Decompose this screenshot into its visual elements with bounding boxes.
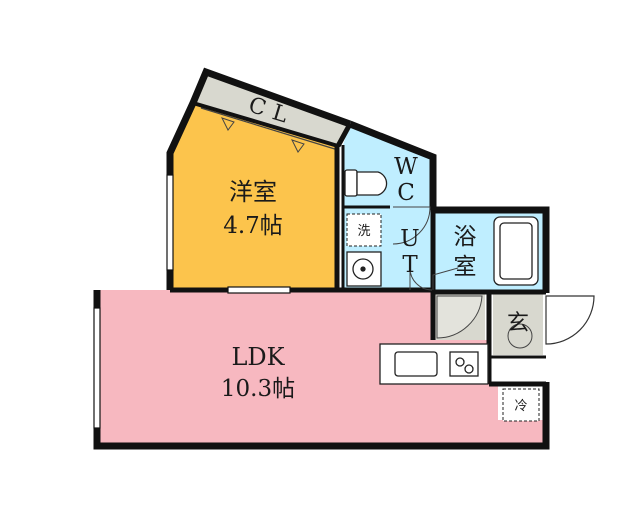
- storage-door: [436, 295, 483, 339]
- window-western: [166, 174, 174, 271]
- ut-label-t: T: [402, 252, 418, 278]
- fridge-label: 冷: [514, 399, 527, 414]
- washbasin-icon: [346, 251, 382, 287]
- wc-door: [392, 206, 431, 245]
- burner-icon: [455, 357, 465, 367]
- ldk-size: 10.3帖: [221, 376, 295, 402]
- bath-label-2: 室: [454, 254, 477, 280]
- western-room-name: 洋室: [229, 178, 277, 206]
- kitchen-counter: [379, 343, 489, 385]
- washer-label: 洗: [357, 224, 370, 239]
- ldk-name: LDK: [231, 343, 285, 371]
- hanger-icon: [221, 117, 235, 131]
- burner-icon: [464, 364, 474, 374]
- bath-door: [432, 267, 459, 290]
- wc-label-c: C: [397, 180, 415, 206]
- entrance-door: [545, 295, 595, 345]
- closet-rod: [200, 107, 339, 151]
- entrance-shoe-rack: [507, 323, 533, 349]
- ut-door: [409, 267, 433, 291]
- hanger-icon: [291, 139, 305, 153]
- bathtub-icon: [493, 216, 539, 286]
- door-western: [227, 286, 291, 294]
- bath-label-1: 浴: [454, 224, 477, 250]
- entrance-label: 玄: [507, 311, 529, 336]
- western-room: [170, 103, 337, 290]
- western-room-size: 4.7帖: [223, 213, 283, 239]
- washer-space: [346, 213, 382, 247]
- toilet-icon: [344, 169, 388, 197]
- windows: [93, 174, 291, 429]
- closet: [193, 72, 350, 146]
- fridge-space: [502, 388, 540, 422]
- wc-label-w: W: [394, 154, 418, 180]
- sink-icon: [394, 351, 438, 377]
- ldk-room: [97, 290, 546, 446]
- ut-label-u: U: [400, 226, 419, 252]
- window-ldk: [93, 307, 101, 429]
